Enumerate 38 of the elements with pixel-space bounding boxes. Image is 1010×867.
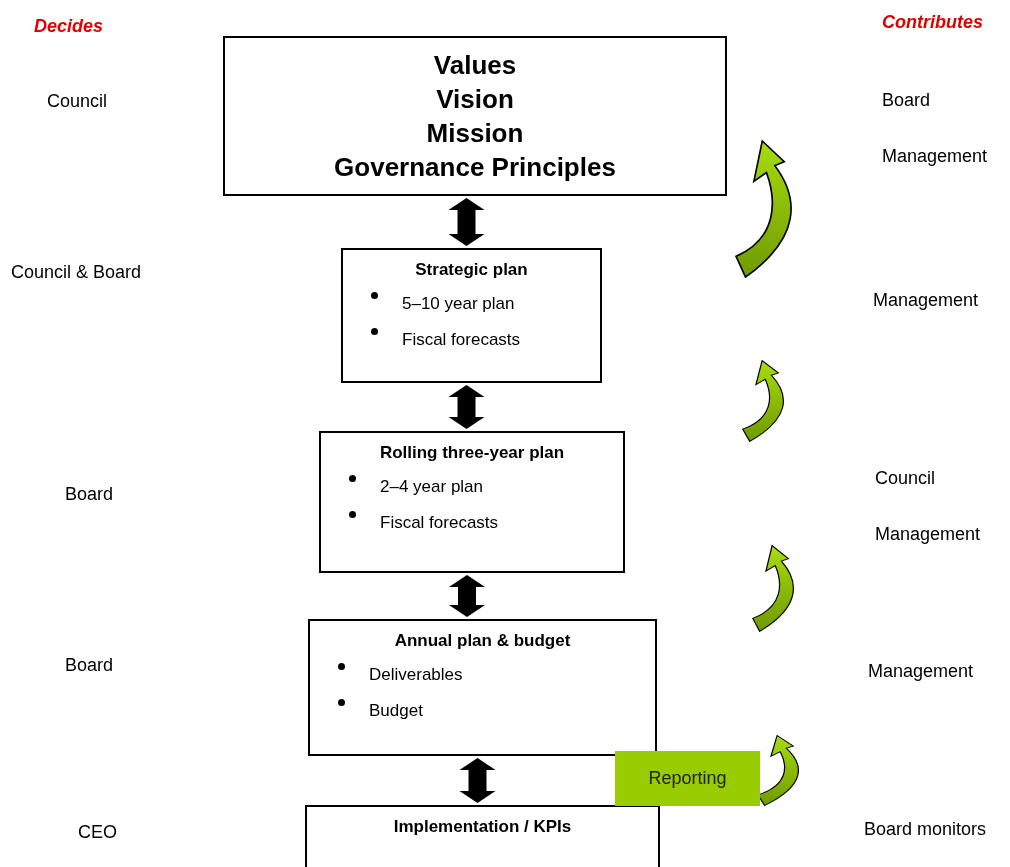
role-label: Board: [882, 90, 931, 111]
role-label: CEO: [78, 822, 117, 843]
role-label: Management: [882, 146, 988, 167]
statement-box: [223, 36, 727, 196]
plan-box: [341, 248, 602, 383]
role-label: Board monitors: [864, 819, 987, 840]
column-heading: Decides: [34, 16, 104, 37]
role-label: Council: [875, 468, 936, 489]
plan-box: [319, 431, 625, 573]
double-arrow: [448, 198, 485, 246]
box-heading: Implementation / KPIs: [392, 817, 573, 837]
role-label: Board: [65, 655, 114, 676]
box-heading: Rolling three-year plan: [378, 443, 566, 463]
role-label: Board: [65, 484, 114, 505]
bullet-text: Fiscal forecasts: [380, 513, 499, 533]
double-arrow: [459, 758, 496, 803]
bullet-text: 2–4 year plan: [380, 477, 484, 497]
role-label: Management: [868, 661, 974, 682]
title-text: Governance Principles: [334, 151, 616, 184]
title-text: Mission: [426, 117, 524, 150]
column-heading: Contributes: [882, 12, 983, 33]
box-heading: Strategic plan: [414, 260, 529, 280]
bullet-text: 5–10 year plan: [402, 294, 515, 314]
plan-box: [308, 619, 657, 756]
role-label: Management: [873, 290, 979, 311]
double-arrow: [448, 385, 485, 429]
reporting-tag: [615, 751, 760, 806]
bullet-text: Deliverables: [369, 665, 463, 685]
box-heading: Annual plan & budget: [393, 631, 572, 651]
double-arrow: [449, 575, 485, 617]
bullet-text: Fiscal forecasts: [402, 330, 521, 350]
role-label: Council & Board: [11, 262, 142, 283]
tag-text: Reporting: [648, 768, 727, 789]
bullet-text: Budget: [369, 701, 423, 721]
title-text: Vision: [436, 83, 514, 116]
role-label: Council: [47, 91, 108, 112]
role-label: Management: [875, 524, 981, 545]
title-text: Values: [433, 49, 517, 82]
